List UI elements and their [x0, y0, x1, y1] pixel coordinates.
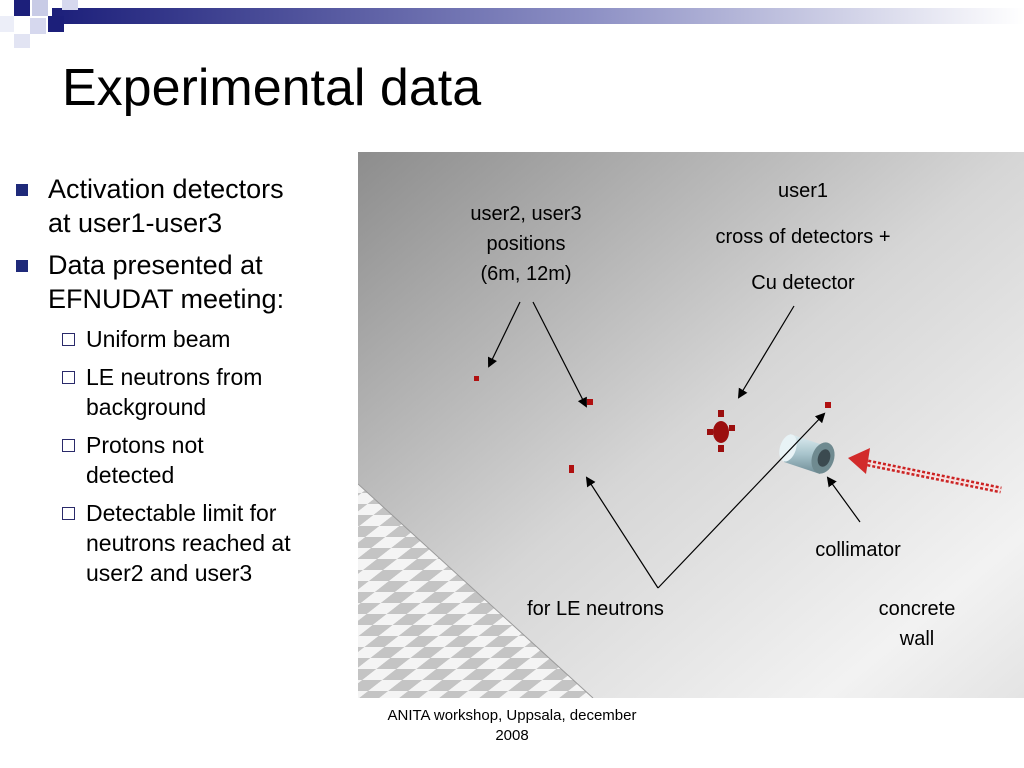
- sub-bullet-item: Detectable limit for neutrons reached at…: [62, 498, 357, 588]
- detector-cross: [707, 410, 735, 452]
- collimator-cylinder: [779, 434, 835, 474]
- sub-bullet-text: Uniform beam: [86, 326, 231, 352]
- square-bullet-icon: [16, 184, 28, 196]
- label-user1: user1: [777, 180, 829, 202]
- sub-bullet-text: Protons not detected: [86, 432, 204, 488]
- sub-bullet-item: LE neutrons from background: [62, 362, 357, 422]
- square-bullet-icon: [16, 260, 28, 272]
- bullet-text: Activation detectors at user1-user3: [48, 174, 284, 238]
- scene-render: [357, 152, 1024, 699]
- label-cross-of-detectors: cross of detectors +: [715, 226, 891, 248]
- bullet-item: Data presented at EFNUDAT meeting:: [12, 248, 357, 316]
- label-collimator: collimator: [815, 539, 901, 561]
- bullet-text: Data presented at EFNUDAT meeting:: [48, 250, 285, 314]
- slide-footer: ANITA workshop, Uppsala, december 2008: [387, 707, 637, 744]
- hollow-square-bullet-icon: [62, 333, 75, 346]
- label-le-neutrons: for LE neutrons: [527, 598, 664, 620]
- bullet-list: Activation detectors at user1-user3 Data…: [12, 172, 357, 596]
- label-concrete-wall: concrete wall: [878, 598, 956, 650]
- sub-bullet-text: LE neutrons from background: [86, 364, 263, 420]
- sub-bullet-text: Detectable limit for neutrons reached at…: [86, 500, 291, 586]
- label-user2-user3: user2, user3 positions (6m, 12m): [470, 203, 582, 285]
- bullet-item: Activation detectors at user1-user3: [12, 172, 357, 240]
- label-cu-detector: Cu detector: [751, 272, 855, 294]
- slide-title: Experimental data: [62, 59, 482, 117]
- hollow-square-bullet-icon: [62, 439, 75, 452]
- hollow-square-bullet-icon: [62, 507, 75, 520]
- detector-marker: [825, 402, 831, 408]
- hollow-square-bullet-icon: [62, 371, 75, 384]
- detector-marker: [587, 399, 593, 405]
- slide-header-decoration: [0, 0, 1024, 48]
- beam-arrow: [848, 448, 1002, 494]
- simulation-scene: user2, user3 positions (6m, 12m) user1 c…: [357, 152, 1024, 699]
- detector-marker: [474, 376, 479, 381]
- detector-marker: [569, 465, 574, 473]
- sub-bullet-item: Protons not detected: [62, 430, 357, 490]
- sub-bullet-item: Uniform beam: [62, 324, 357, 354]
